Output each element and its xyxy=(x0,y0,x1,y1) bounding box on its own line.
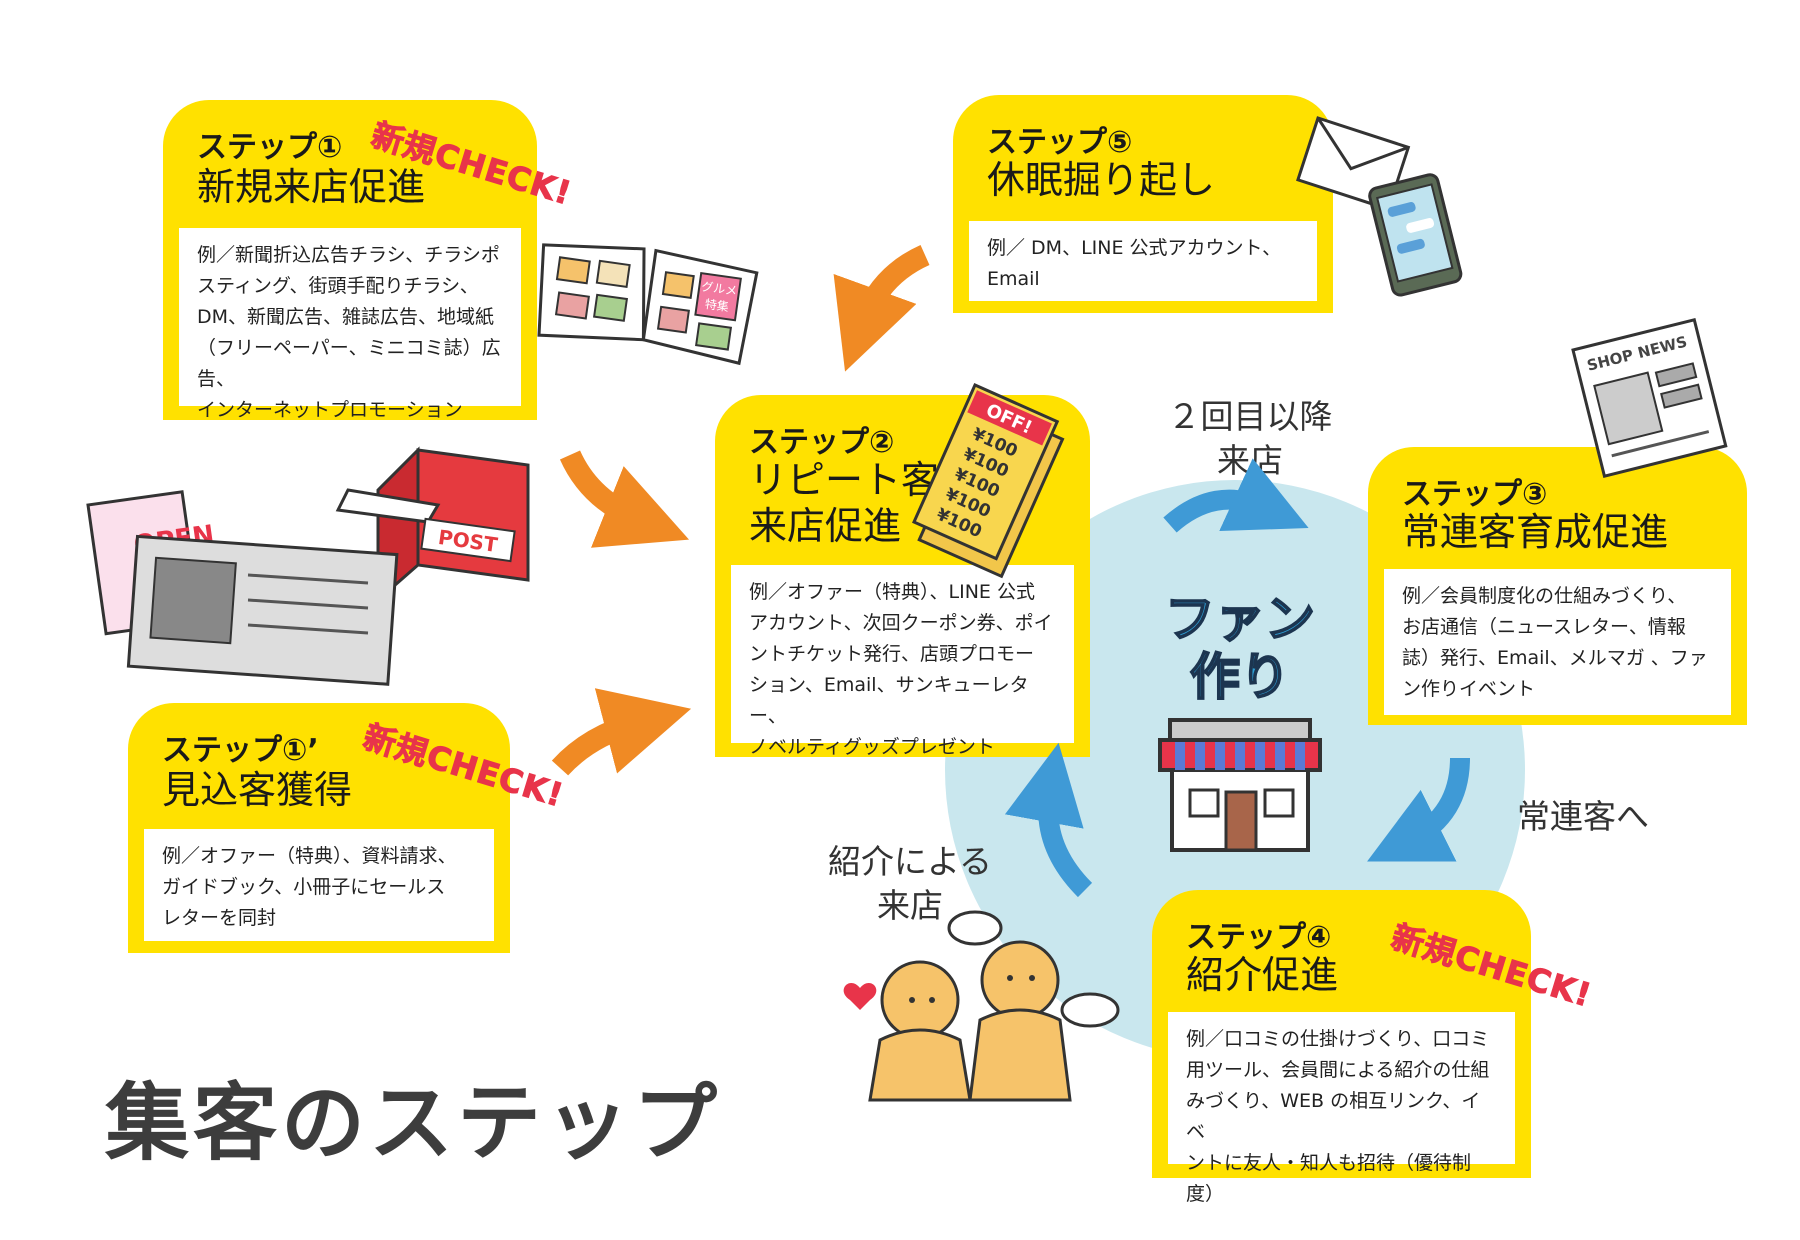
step-2-label: ステップ② xyxy=(749,425,895,460)
gourmet-text-2: 特集 xyxy=(704,296,730,314)
gourmet-text-1: グルメ xyxy=(700,279,738,298)
step-1-label: ステップ① xyxy=(197,130,343,165)
step-5-name: 休眠掘り起し xyxy=(987,158,1216,202)
smartphone-icon xyxy=(1368,173,1463,297)
step-1b-label: ステップ①’ xyxy=(162,733,319,768)
step-3-label: ステップ③ xyxy=(1402,477,1548,512)
arrow-cycle-referral xyxy=(1004,742,1093,898)
shop-news-illustration: SHOP NEWS xyxy=(1571,317,1728,478)
step-1-name: 新規来店促進 xyxy=(197,165,426,209)
step-1b-card: ステップ①’ 見込客獲得 例／オファー（特典）、資料請求、 ガイドブック、小冊子… xyxy=(128,703,510,953)
step-1-card: ステップ① 新規来店促進 例／新聞折込広告チラシ、チラシポ スティング、街頭手配… xyxy=(163,100,537,421)
coupon-ticket-illustration: OFF! ¥100¥100¥100¥100¥100 xyxy=(912,383,1065,579)
step-2-name: リピート客 来店促進 xyxy=(749,458,940,548)
shop-building-icon xyxy=(1158,718,1322,852)
step-3-card: ステップ③ 常連客育成促進 例／会員制度化の仕組みづくり、 お店通信（ニュースレ… xyxy=(1368,447,1747,725)
step-3-name: 常連客育成促進 xyxy=(1402,510,1669,554)
postbox-illustration: POST xyxy=(335,446,530,604)
step-4-desc: 例／口コミの仕掛けづくり、口コミ 用ツール、会員間による紹介の仕組 みづくり、W… xyxy=(1168,1012,1515,1205)
fan-making-label: ファン 作り xyxy=(1164,589,1316,707)
step-5-card: ステップ⑤ 休眠掘り起し 例／ DM、LINE 公式アカウント、 Email xyxy=(953,95,1333,313)
flyers-illustration: OPEN xyxy=(86,490,399,686)
arrow-step5-to-step2 xyxy=(833,244,930,372)
regular-customer-label: 常連客へ xyxy=(1517,797,1649,836)
referral-visit-label: 紹介による 来店 xyxy=(827,842,992,925)
step-3-desc: 例／会員制度化の仕組みづくり、 お店通信（ニュースレター、情報 誌）発行、Ema… xyxy=(1384,569,1731,715)
page-title: 集客のステップ xyxy=(105,1074,722,1172)
step-5-desc: 例／ DM、LINE 公式アカウント、 Email xyxy=(969,221,1317,301)
step-2-card: ステップ② リピート客 来店促進 例／オファー（特典）、LINE 公式 アカウン… xyxy=(715,395,1090,758)
arrow-step1-to-step2 xyxy=(559,450,690,548)
step-2-desc: 例／オファー（特典）、LINE 公式 アカウント、次回クーポン券、ポイ ントチケ… xyxy=(731,565,1074,758)
step-5-label: ステップ⑤ xyxy=(987,125,1133,160)
people-chatting-illustration xyxy=(843,910,1120,1102)
arrow-cycle-regular xyxy=(1367,757,1470,862)
step-4-label: ステップ④ xyxy=(1186,920,1332,955)
step-1b-desc: 例／オファー（特典）、資料請求、 ガイドブック、小冊子にセールス レターを同封 xyxy=(144,829,494,941)
arrow-cycle-repeat xyxy=(1163,458,1309,533)
step-4-name: 紹介促進 xyxy=(1186,953,1339,997)
step-1b-name: 見込客獲得 xyxy=(162,768,353,812)
step-4-card: ステップ④ 紹介促進 例／口コミの仕掛けづくり、口コミ 用ツール、会員間による紹… xyxy=(1152,890,1531,1205)
arrow-step1b-to-step2 xyxy=(551,688,692,776)
step-1-desc: 例／新聞折込広告チラシ、チラシポ スティング、街頭手配りチラシ、 DM、新聞広告… xyxy=(179,228,521,421)
magazine-illustration: グルメ 特集 xyxy=(537,243,759,366)
